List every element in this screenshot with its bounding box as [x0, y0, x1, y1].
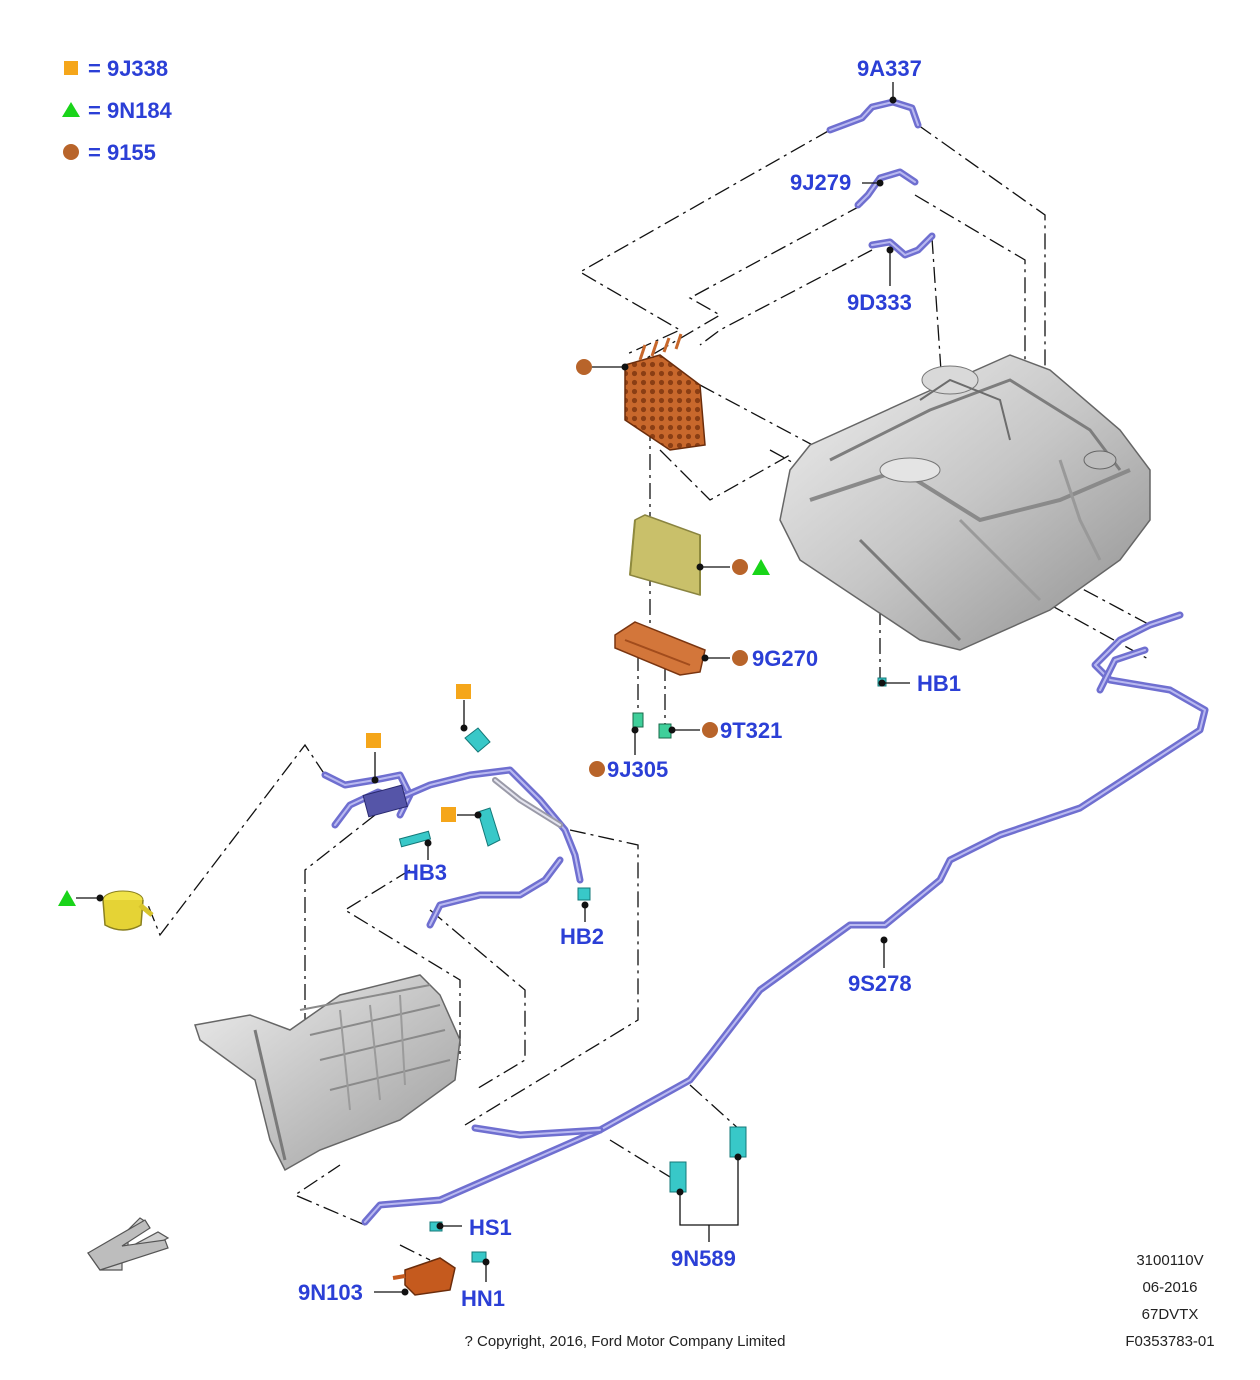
- clip-9J338-lower: [477, 807, 501, 847]
- fuel-line-9S278: [361, 611, 1209, 1226]
- legend: = 9J338 = 9N184 = 9155: [62, 56, 173, 165]
- clip-hb3: [398, 830, 432, 848]
- legend-text-9N184: = 9N184: [88, 98, 173, 123]
- symbol-9155-circle-9T321: [702, 722, 718, 738]
- part-9J305-connector: [632, 712, 644, 728]
- part-9N103-shape: [392, 1257, 456, 1296]
- label-HN1: HN1: [461, 1286, 505, 1311]
- diagram-code: 3100110V: [1136, 1252, 1204, 1269]
- diagram-variant: 67DVTX: [1141, 1306, 1199, 1323]
- fuel-tank: [779, 354, 1151, 651]
- clip-9J338-upper: [464, 727, 491, 753]
- label-9J279: 9J279: [790, 170, 851, 195]
- label-9G270: 9G270: [752, 646, 818, 671]
- clips: [398, 677, 887, 1263]
- symbol-9N184-triangle-filter: [58, 890, 76, 906]
- symbol-9155-circle-9J305: [589, 761, 605, 777]
- clip-9N589-right: [729, 1126, 747, 1158]
- legend-triangle-icon: [62, 102, 80, 117]
- symbol-9155-circle-9G270: [732, 650, 748, 666]
- label-HB3: HB3: [403, 860, 447, 885]
- legend-square-icon: [64, 61, 78, 75]
- label-9D333: 9D333: [847, 290, 912, 315]
- part-9G270-shape: [614, 621, 706, 676]
- diagram-date: 06-2016: [1142, 1279, 1198, 1296]
- label-9J305: 9J305: [607, 757, 668, 782]
- figure-id: F0353783-01: [1125, 1333, 1215, 1350]
- label-9T321: 9T321: [720, 718, 782, 743]
- symbol-9J338-square-1: [366, 733, 381, 748]
- symbol-9J338-square-3: [441, 807, 456, 822]
- symbol-9155-circle-bracket: [732, 559, 748, 575]
- label-HS1: HS1: [469, 1215, 512, 1240]
- inline-fuel-filter: [102, 890, 154, 931]
- label-9N103: 9N103: [298, 1280, 363, 1305]
- legend-text-9155: = 9155: [88, 140, 156, 165]
- clip-9N589-left: [669, 1161, 687, 1193]
- clip-hn1: [471, 1251, 487, 1263]
- leaders: [76, 82, 910, 1296]
- clip-hb2: [577, 887, 591, 901]
- legend-circle-icon: [63, 144, 79, 160]
- label-HB2: HB2: [560, 924, 604, 949]
- front-direction-arrow-icon: [87, 1217, 170, 1271]
- mounting-bracket: [629, 514, 701, 596]
- callout-symbols: [58, 359, 770, 906]
- label-9A337: 9A337: [857, 56, 922, 81]
- fuel-tubes-top: [826, 98, 936, 259]
- transmission: [194, 974, 461, 1172]
- legend-text-9J338: = 9J338: [88, 56, 168, 81]
- label-9S278: 9S278: [848, 971, 912, 996]
- fuel-filter-module: [624, 333, 706, 451]
- symbol-9N184-triangle-bracket: [752, 559, 770, 575]
- label-HB1: HB1: [917, 671, 961, 696]
- label-9N589: 9N589: [671, 1246, 736, 1271]
- symbol-9J338-square-2: [456, 684, 471, 699]
- symbol-9155-circle-filter: [576, 359, 592, 375]
- copyright-text: ? Copyright, 2016, Ford Motor Company Li…: [464, 1333, 786, 1350]
- part-labels: 9A337 9J279 9D333 9G270 9T321 9J305 HB1 …: [298, 56, 961, 1311]
- fuel-lines-left: [321, 766, 584, 929]
